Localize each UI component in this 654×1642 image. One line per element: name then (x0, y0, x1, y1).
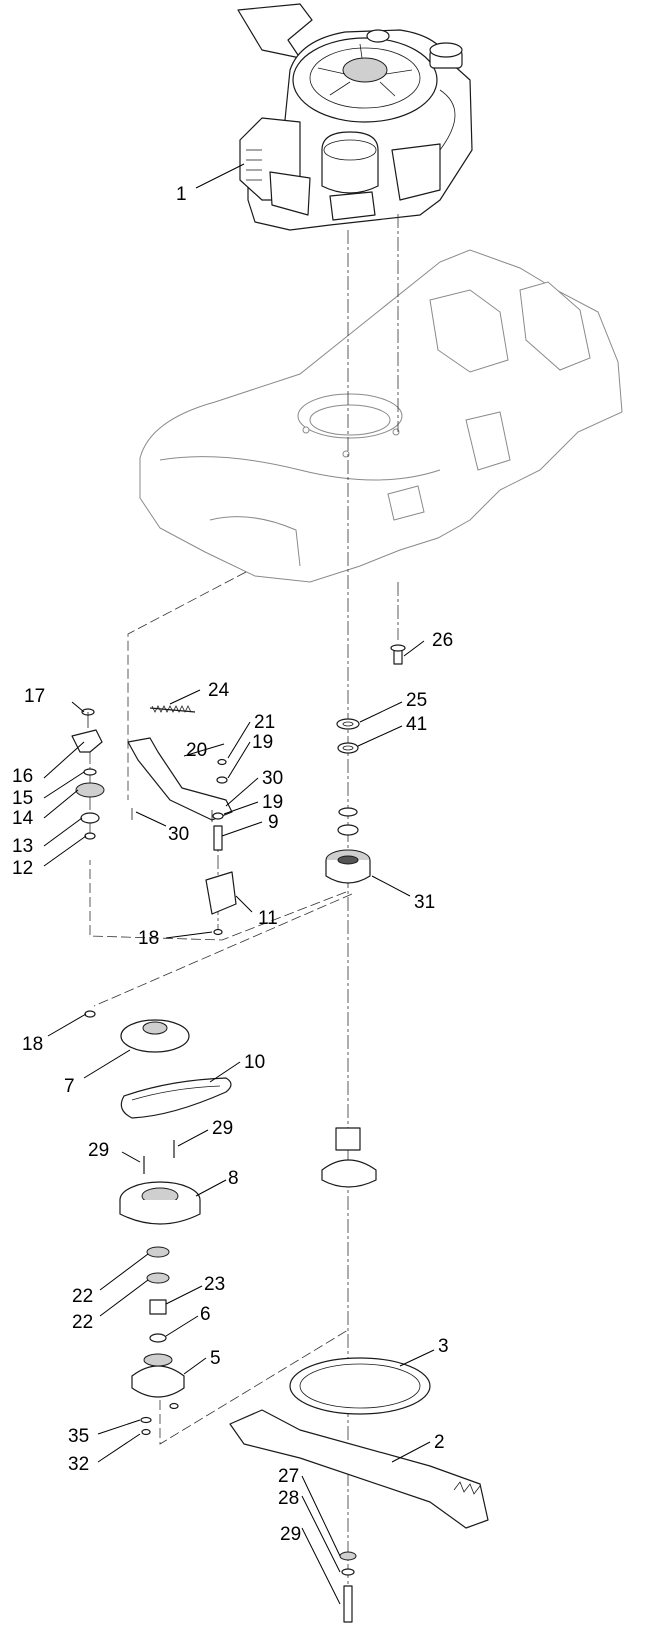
callout-41: 41 (406, 714, 427, 735)
callout-29-left: 29 (88, 1140, 109, 1161)
callout-24: 24 (208, 680, 230, 701)
callout-18-upper: 18 (138, 928, 159, 949)
callout-6: 6 (200, 1304, 211, 1325)
callout-25: 25 (406, 690, 427, 711)
callout-15: 15 (12, 788, 33, 809)
callout-2: 2 (434, 1432, 445, 1453)
callout-30-left: 30 (168, 824, 189, 845)
callout-29-bottom: 29 (280, 1524, 301, 1545)
callout-11: 11 (258, 908, 278, 929)
callout-8: 8 (228, 1168, 239, 1189)
callout-18-lower: 18 (22, 1034, 43, 1055)
callout-19-lower: 19 (262, 792, 283, 813)
callout-13: 13 (12, 836, 33, 857)
callout-35: 35 (68, 1426, 89, 1447)
callout-7: 7 (64, 1076, 75, 1097)
callout-17: 17 (24, 686, 45, 707)
callout-22-lower: 22 (72, 1312, 93, 1333)
callout-19-upper: 19 (252, 732, 273, 753)
mower-deck (139, 249, 623, 583)
callout-21: 21 (254, 712, 275, 733)
callout-31: 31 (414, 892, 435, 913)
callout-16: 16 (12, 766, 33, 787)
callout-10: 10 (244, 1052, 265, 1073)
callout-14: 14 (12, 808, 34, 829)
assembly-lines (89, 214, 399, 1600)
callout-1: 1 (176, 184, 187, 205)
callout-22-upper: 22 (72, 1286, 93, 1307)
callout-23: 23 (204, 1274, 225, 1295)
callout-3: 3 (438, 1336, 449, 1357)
callout-30-right: 30 (262, 768, 283, 789)
leader-lines (43, 163, 435, 1605)
callout-28: 28 (278, 1488, 299, 1509)
callout-20: 20 (186, 740, 207, 761)
engine (237, 3, 473, 231)
callout-29-right: 29 (212, 1118, 233, 1139)
callout-26: 26 (432, 630, 453, 651)
callout-5: 5 (210, 1348, 221, 1369)
callout-12: 12 (12, 858, 33, 879)
callout-27: 27 (278, 1466, 299, 1487)
callout-9: 9 (268, 812, 279, 833)
callout-32: 32 (68, 1454, 89, 1475)
hardware (71, 644, 489, 1623)
callout-labels: 1 2 3 5 6 7 8 9 10 11 12 13 14 15 16 17 … (12, 184, 453, 1545)
